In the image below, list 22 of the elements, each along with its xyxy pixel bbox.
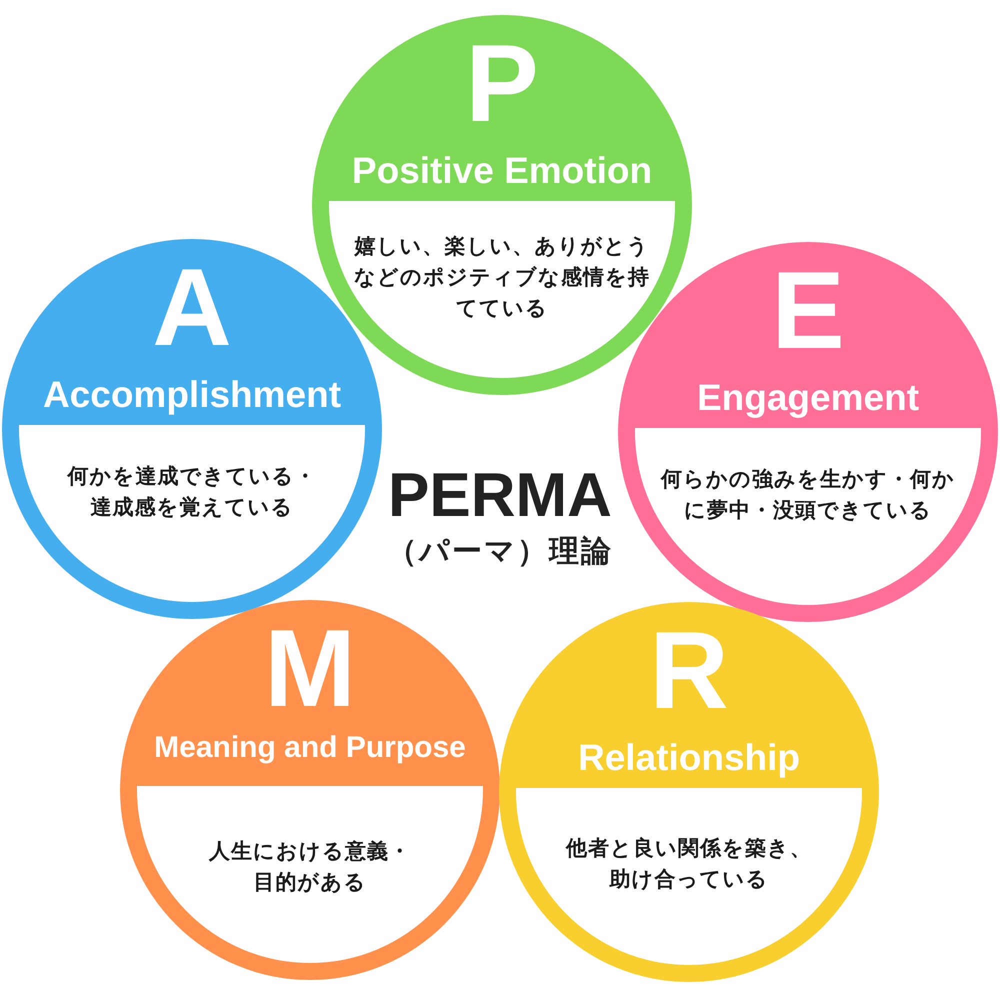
initial-letter: R — [649, 616, 729, 726]
initial-letter: P — [465, 29, 539, 139]
description-panel — [516, 788, 862, 965]
description-text: 人生における意義・目的がある — [208, 839, 412, 896]
initial-letter: M — [264, 614, 356, 724]
subtitle-text: （パーマ）理論 — [387, 534, 613, 570]
element-name: Engagement — [696, 379, 920, 416]
description-text: 何らかの強みを生かす・何かに夢中・没頭できている — [659, 467, 956, 524]
description-panel — [329, 201, 675, 378]
description-text: 何かを達成できている・達成感を覚えている — [66, 464, 318, 521]
element-name: Meaning and Purpose — [154, 733, 466, 763]
description-panel — [19, 425, 365, 602]
initial-letter: A — [152, 253, 232, 363]
description-panel — [137, 786, 483, 963]
element-name: Relationship — [578, 739, 800, 776]
initial-letter: E — [771, 256, 845, 366]
description-text: 他者と良い関係を築き、助け合っている — [564, 836, 813, 893]
description-text: 嬉しい、楽しい、ありがとうなどのポジティブな感情を持てている — [353, 234, 651, 322]
element-name: Accomplishment — [42, 376, 342, 413]
diagram-title: PERMA — [388, 465, 612, 527]
element-name: Positive Emotion — [352, 152, 652, 189]
description-panel — [635, 428, 981, 605]
